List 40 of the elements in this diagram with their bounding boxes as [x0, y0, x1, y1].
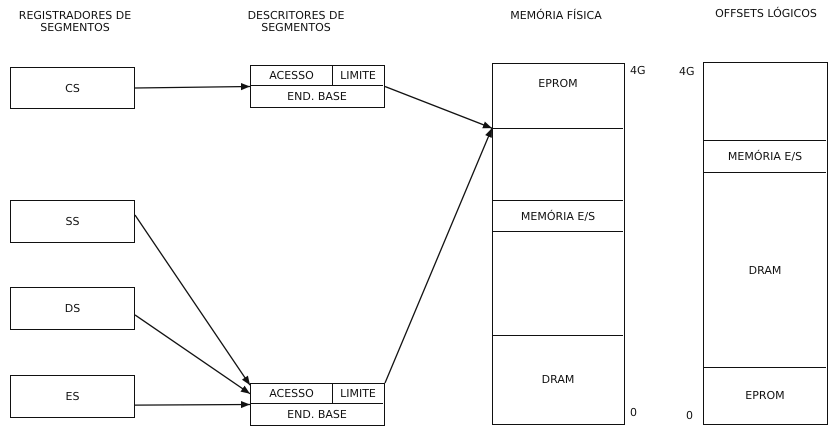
address-label: 4G [630, 65, 646, 76]
region-label: END. BASE [287, 90, 347, 102]
arrow [135, 400, 250, 408]
region-label: CS [65, 82, 80, 94]
column-heading: OFFSETS LÓGICOS [714, 8, 818, 20]
arrow [384, 86, 492, 129]
region-label: ES [66, 391, 80, 402]
arrow [384, 128, 493, 384]
region-label: LIMITE [340, 388, 376, 399]
register-box [10, 375, 135, 418]
register-box [10, 287, 135, 330]
address-label: 4G [679, 66, 695, 77]
region-label: MEMÓRIA E/S [728, 151, 802, 162]
region-label: EPROM [538, 78, 578, 89]
descriptor-box [250, 65, 385, 108]
region-label: ACESSO [269, 70, 314, 81]
register-box [10, 200, 135, 243]
region-label: EPROM [745, 390, 785, 401]
descriptor-box [250, 383, 385, 426]
column-heading: REGISTRADORES DE SEGMENTOS [18, 10, 132, 34]
descriptor-field [251, 66, 333, 86]
region-label: DS [64, 303, 80, 314]
address-label: 0 [686, 410, 693, 421]
region-label: DRAM [542, 374, 574, 385]
column-heading: MEMÓRIA FÍSICA [509, 10, 603, 22]
arrow [134, 214, 251, 386]
region-label: SS [66, 216, 80, 227]
region-label: END. BASE [287, 408, 347, 420]
region-label: LIMITE [340, 70, 376, 81]
region-label: DRAM [748, 264, 782, 276]
memory-column [703, 62, 828, 425]
memory-column [492, 63, 625, 425]
register-box [10, 67, 135, 109]
arrow [135, 82, 250, 90]
region-label: MEMÓRIA E/S [520, 210, 596, 222]
column-heading: DESCRITORES DE SEGMENTOS [246, 10, 346, 34]
address-label: 0 [630, 407, 637, 418]
region-label: ACESSO [269, 388, 314, 399]
arrow [134, 314, 250, 394]
descriptor-field [251, 384, 333, 404]
